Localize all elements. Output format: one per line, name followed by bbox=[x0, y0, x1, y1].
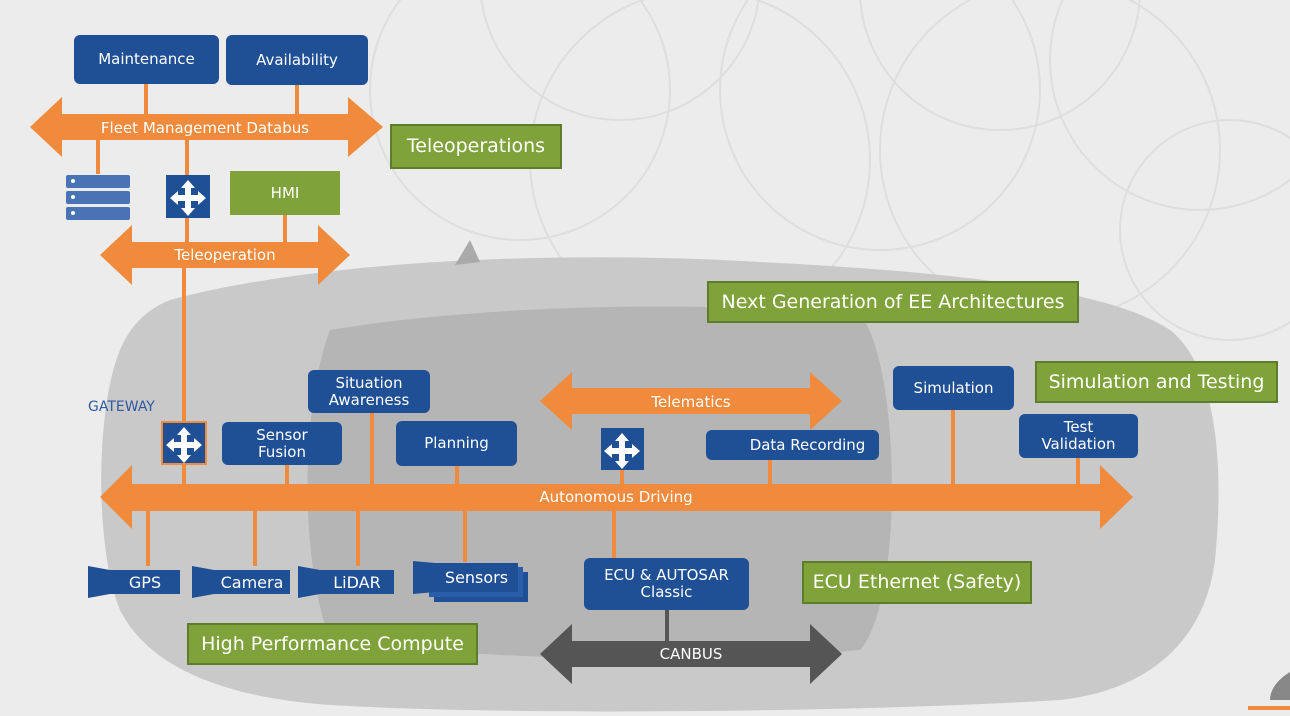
telematics-bus-label: Telematics bbox=[651, 393, 731, 411]
fleet-bus-arrow bbox=[30, 97, 383, 157]
gateway-icon bbox=[161, 421, 207, 465]
autonomous-bus-arrow bbox=[100, 465, 1133, 529]
availability-box: Availability bbox=[226, 35, 368, 85]
canbus-label: CANBUS bbox=[659, 645, 723, 663]
sensors-label: Sensors bbox=[444, 568, 509, 587]
hmi-box: HMI bbox=[230, 171, 340, 215]
teleoperation-bus-label: Teleoperation bbox=[174, 246, 276, 264]
simulation-testing-tag: Simulation and Testing bbox=[1035, 361, 1278, 403]
situation-awareness-box: Situation Awareness bbox=[308, 370, 430, 413]
gps-label: GPS bbox=[128, 572, 162, 592]
sensor-fusion-box: Sensor Fusion bbox=[222, 422, 342, 465]
corner-accent bbox=[1248, 672, 1290, 710]
lidar-label: LiDAR bbox=[333, 572, 381, 592]
telematics-switch-icon bbox=[601, 428, 644, 470]
connector-lines bbox=[96, 84, 1080, 566]
sensor-plates bbox=[88, 561, 528, 602]
teleoperation-bus-arrow bbox=[100, 225, 350, 285]
server-icon bbox=[66, 175, 130, 220]
next-gen-ee-tag: Next Generation of EE Architectures bbox=[707, 281, 1079, 323]
test-validation-box: Test Validation bbox=[1019, 414, 1138, 458]
camera-label: Camera bbox=[220, 572, 284, 592]
maintenance-box: Maintenance bbox=[74, 35, 219, 84]
teleoperations-tag: Teleoperations bbox=[390, 124, 562, 169]
hpc-tag: High Performance Compute bbox=[187, 623, 478, 665]
gateway-label: GATEWAY bbox=[88, 399, 155, 415]
ecu-autosar-box: ECU & AUTOSAR Classic bbox=[584, 558, 749, 610]
canbus-arrow bbox=[540, 624, 842, 684]
autonomous-bus-label: Autonomous Driving bbox=[539, 488, 693, 506]
telematics-bus-arrow bbox=[540, 372, 842, 430]
planning-box: Planning bbox=[396, 421, 517, 466]
switch-icon bbox=[166, 175, 210, 218]
fleet-bus-label: Fleet Management Databus bbox=[100, 119, 310, 137]
ecu-ethernet-tag: ECU Ethernet (Safety) bbox=[802, 561, 1032, 604]
data-recording-box: Data Recording bbox=[706, 430, 879, 460]
simulation-box: Simulation bbox=[893, 366, 1014, 410]
